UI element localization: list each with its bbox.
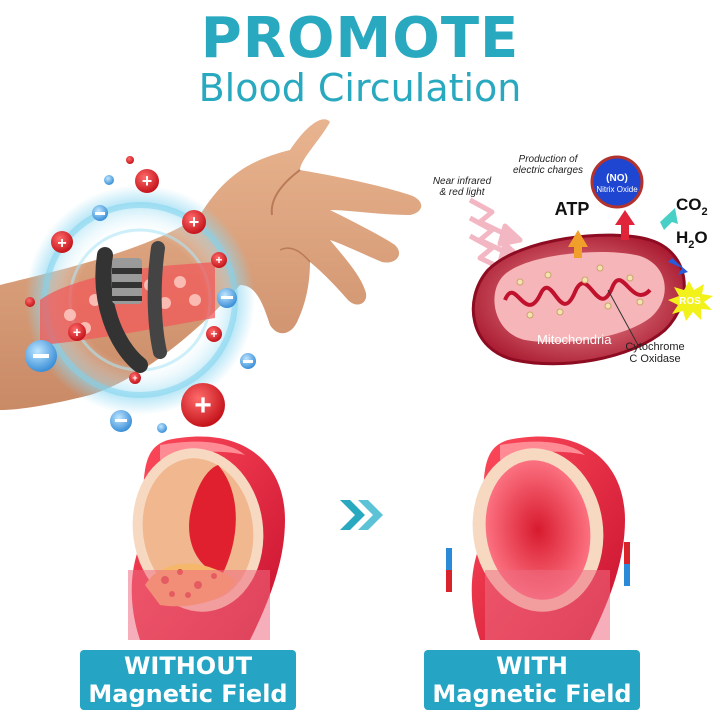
plus-ball xyxy=(126,156,134,164)
mitochondria-icon: Mitochondria xyxy=(471,233,686,366)
artery-open xyxy=(471,436,625,640)
cytochrome-label-1: Cytochrome xyxy=(625,341,684,353)
no-arrow xyxy=(615,210,635,240)
negative-charges xyxy=(25,175,256,433)
cytochrome-label-2: C Oxidase xyxy=(629,353,680,365)
minus-ball xyxy=(92,205,108,221)
mitochondria-label: Mitochondria xyxy=(537,332,612,347)
production-label-1: Production of xyxy=(519,154,579,165)
nitrix-oxide-label: Nitrix Oxide xyxy=(596,185,638,194)
plus-ball: + xyxy=(211,252,227,268)
ros-label: ROS xyxy=(679,296,701,307)
artery-blocked xyxy=(128,436,285,640)
with-magnetic-field-label: WITH Magnetic Field xyxy=(424,650,640,710)
magnet-left-icon xyxy=(446,548,452,592)
page-title: PROMOTE xyxy=(200,6,520,71)
svg-text:+: + xyxy=(142,171,153,191)
ros-arrow xyxy=(668,258,688,275)
plus-ball: + xyxy=(135,169,159,193)
minus-ball xyxy=(110,410,132,432)
nitrix-oxide-ball: (NO) Nitrix Oxide xyxy=(590,155,644,209)
plus-ball: + xyxy=(206,326,222,342)
ros-burst: ROS xyxy=(668,281,713,321)
plus-ball: + xyxy=(68,323,86,341)
plus-ball: + xyxy=(129,372,141,384)
without-label-line2: Magnetic Field xyxy=(88,680,288,708)
plus-ball: + xyxy=(182,210,206,234)
minus-ball xyxy=(157,423,167,433)
without-magnetic-field-label: WITHOUT Magnetic Field xyxy=(80,650,296,710)
plus-ball xyxy=(25,297,35,307)
positive-charges: + + + + + + + + xyxy=(25,156,227,427)
minus-ball xyxy=(217,288,237,308)
co2-label: CO2 xyxy=(676,195,708,218)
atp-label: ATP xyxy=(555,199,590,219)
svg-text:+: + xyxy=(215,253,222,267)
light-arrows xyxy=(468,197,523,273)
svg-text:+: + xyxy=(73,324,81,340)
minus-ball xyxy=(104,175,114,185)
minus-ball xyxy=(25,340,57,372)
svg-text:+: + xyxy=(194,389,212,422)
mitochondria-diagram: Mitochondria (NO) Nitrix Oxide xyxy=(433,154,713,366)
page-subtitle: Blood Circulation xyxy=(198,66,522,110)
h2o-label: H2O xyxy=(676,228,708,251)
minus-ball xyxy=(240,353,256,369)
plus-ball: + xyxy=(51,231,73,253)
svg-text:+: + xyxy=(210,327,217,341)
production-label-2: electric charges xyxy=(513,165,583,176)
no-label: (NO) xyxy=(606,173,628,184)
without-label-line1: WITHOUT xyxy=(123,652,253,680)
atp-arrow xyxy=(568,230,588,258)
plus-ball: + xyxy=(181,383,225,427)
chevron-right-icon xyxy=(340,500,383,530)
near-infrared-label-1: Near infrared xyxy=(433,176,492,187)
with-label-line1: WITH xyxy=(496,652,568,680)
with-label-line2: Magnetic Field xyxy=(432,680,632,708)
magnet-right-icon xyxy=(624,542,630,586)
svg-text:+: + xyxy=(189,212,200,232)
co2-arrow xyxy=(660,208,678,230)
svg-text:+: + xyxy=(132,373,137,383)
svg-text:+: + xyxy=(57,235,66,252)
magnetic-bracelet xyxy=(95,241,167,373)
near-infrared-label-2: & red light xyxy=(439,187,485,198)
